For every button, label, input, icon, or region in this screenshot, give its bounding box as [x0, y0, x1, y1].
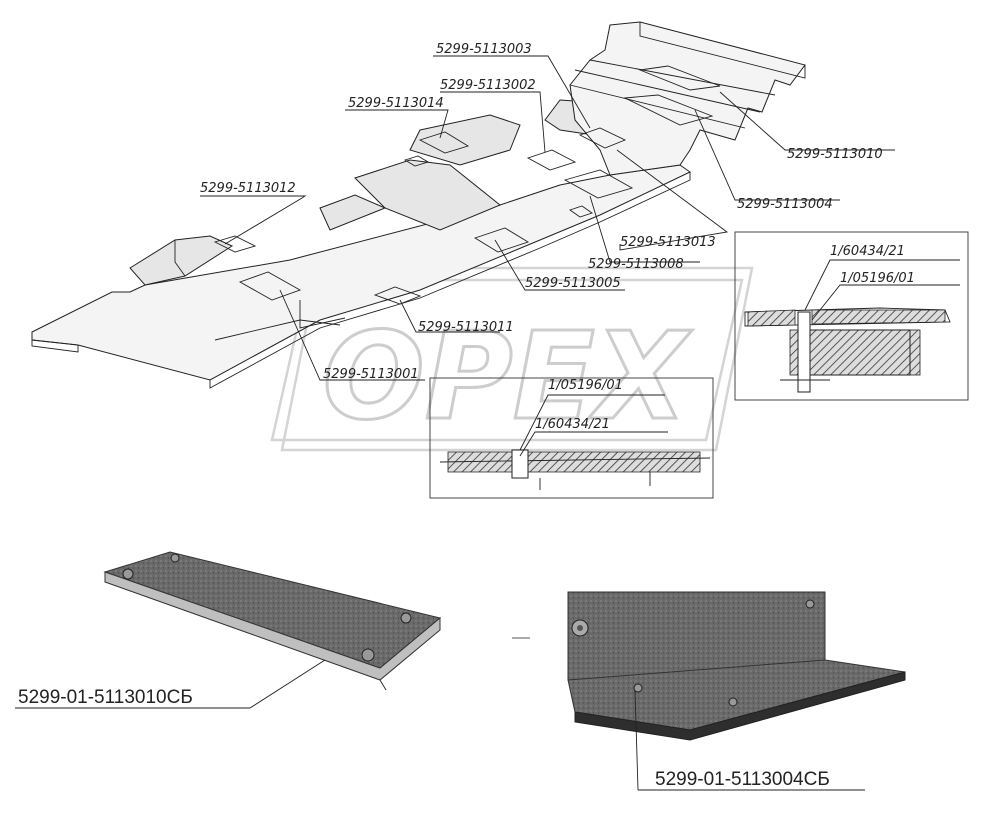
caption-assembly-left: 5299-01-5113010СБ	[18, 687, 193, 708]
label-5113013: 5299-5113013	[620, 235, 716, 250]
label-5113002: 5299-5113002	[440, 78, 536, 93]
detail-bottom-label-a: 1/05196/01	[548, 378, 623, 393]
label-5113004: 5299-5113004	[737, 197, 833, 212]
label-5113014: 5299-5113014	[348, 96, 444, 111]
label-5113003: 5299-5113003	[436, 42, 532, 57]
detail-bottom-label-b: 1/60434/21	[535, 417, 610, 432]
label-5113010: 5299-5113010	[787, 147, 883, 162]
assembly-flat-cover: 5299-01-5113010СБ	[15, 551, 442, 709]
label-5113012: 5299-5113012	[200, 181, 296, 196]
detail-section-bottom: 1/05196/01 1/60434/21	[429, 377, 714, 499]
caption-assembly-right: 5299-01-5113004СБ	[655, 769, 830, 790]
part-labels: 5299-5113003 5299-5113002 5299-5113014 5…	[200, 42, 883, 382]
detail-right-label-b: 1/05196/01	[840, 271, 915, 286]
watermark: OPEX	[270, 266, 754, 452]
leader-lines	[200, 55, 895, 381]
label-5113001: 5299-5113001	[323, 367, 419, 382]
detail-section-right: 1/60434/21 1/05196/01	[734, 231, 969, 401]
label-5113005: 5299-5113005	[525, 276, 621, 291]
floor-assembly-drawing	[31, 21, 806, 389]
watermark-text: OPEX	[323, 308, 693, 447]
detail-right-label-a: 1/60434/21	[830, 244, 905, 259]
label-5113008: 5299-5113008	[588, 257, 684, 272]
assembly-angled-cover: 5299-01-5113004СБ	[512, 591, 906, 791]
label-5113011: 5299-5113011	[418, 320, 514, 335]
